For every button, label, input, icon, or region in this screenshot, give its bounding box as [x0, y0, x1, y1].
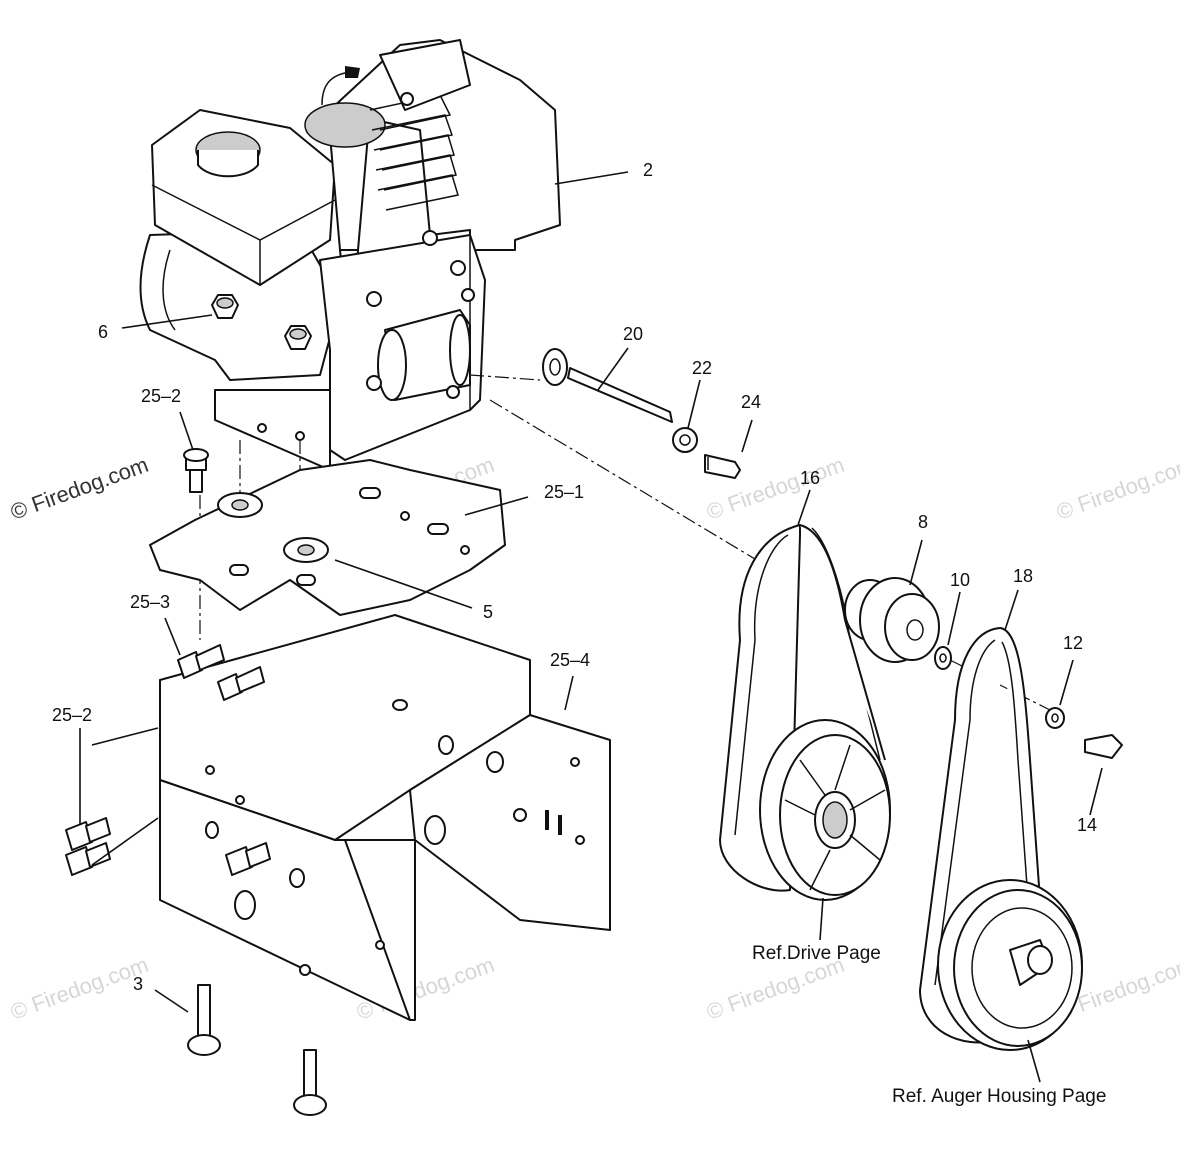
- callout-3: 3: [133, 974, 143, 994]
- callout-2: 2: [643, 160, 653, 180]
- callout-22: 22: [692, 358, 712, 378]
- spacer: [934, 646, 952, 670]
- callout-10: 10: [950, 570, 970, 590]
- callout-8: 8: [918, 512, 928, 532]
- pulley-bolt: [1045, 707, 1123, 759]
- watermark-text: © Firedog.com: [7, 952, 151, 1025]
- watermark-text: © Firedog.com: [1053, 452, 1180, 525]
- callout-25-4: 25–4: [550, 650, 590, 670]
- callout-25-2-top: 25–2: [141, 386, 181, 406]
- shaft-key-assembly: [542, 348, 741, 479]
- callout-12: 12: [1063, 633, 1083, 653]
- reference-labels: Ref.Drive Page Ref. Auger Housing Page: [752, 943, 1106, 1107]
- callout-25-3: 25–3: [130, 592, 170, 612]
- idler-pulley: [844, 577, 940, 663]
- leader-lines: [79, 171, 1103, 1083]
- callout-labels: 2 6 20 22 24 25–2 25–1 16 8 10 18 12 14 …: [52, 160, 1097, 994]
- callout-18: 18: [1013, 566, 1033, 586]
- callout-14: 14: [1077, 815, 1097, 835]
- mounting-plate: [149, 459, 506, 616]
- callout-6: 6: [98, 322, 108, 342]
- callout-25-2-bottom: 25–2: [52, 705, 92, 725]
- callout-5: 5: [483, 602, 493, 622]
- frame: [159, 614, 611, 1021]
- engine: [139, 39, 561, 471]
- callout-24: 24: [741, 392, 761, 412]
- callout-16: 16: [800, 468, 820, 488]
- callout-20: 20: [623, 324, 643, 344]
- auger-pulley: [937, 879, 1083, 1051]
- bolts: [65, 448, 327, 1116]
- watermark-text: © Firedog.com: [7, 452, 151, 525]
- lock-washers: [217, 492, 329, 563]
- ref-auger-housing-page: Ref. Auger Housing Page: [892, 1086, 1106, 1107]
- ref-drive-page: Ref.Drive Page: [752, 943, 881, 964]
- drive-pulley: [759, 719, 891, 901]
- callout-25-1: 25–1: [544, 482, 584, 502]
